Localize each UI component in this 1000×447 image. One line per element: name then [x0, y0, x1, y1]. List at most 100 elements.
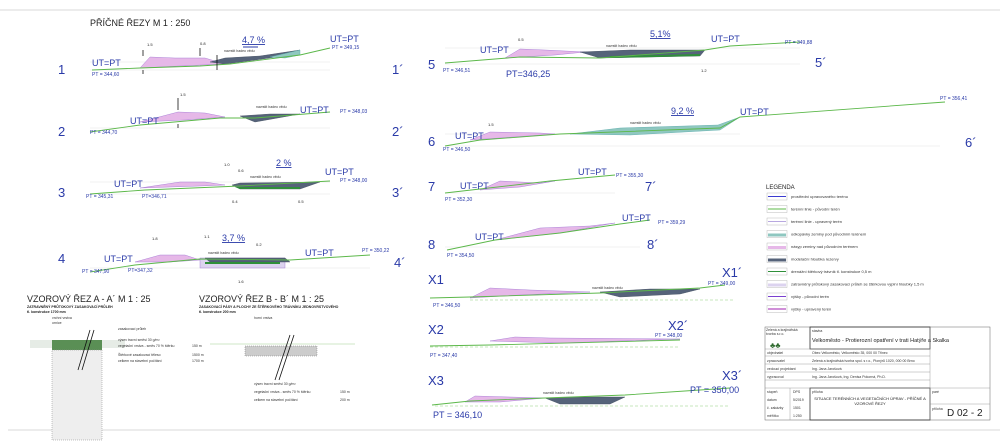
tree-logo-icon: ♣♣ [770, 341, 781, 350]
title-block-value: 5/2019 [793, 398, 804, 402]
title-block-label: č. zakázky [767, 406, 784, 410]
legend-label: násyp zeminy nad původním terénem [791, 244, 858, 249]
pt-elevation: PT = 346,51 [443, 68, 471, 74]
label: 0.5 [298, 199, 304, 204]
pt-elevation: PT = 348,00 [340, 178, 368, 184]
pt-elevation: PT = 344,60 [92, 72, 120, 78]
title-block: Zelená a krajinářská tvorba s.r.o. ♣♣ st… [764, 326, 991, 421]
detail-section-a: VZOROVÝ ŘEZ A - A´ M 1 : 25 ZATRAVNĚNÝ P… [27, 294, 204, 441]
ut-pt-label: UT=PT [104, 254, 133, 264]
section-x1: X1 X1´ PT = 346,50 PT = 349,00 navrstit … [428, 265, 742, 309]
note: navrstit hadeo vědu [250, 175, 281, 179]
section-x2: X2 X2´ PT = 347,40 PT = 348,00 [428, 318, 688, 359]
pt-elevation: PT = 356,41 [940, 96, 968, 102]
legend-label: modelační hloubka rezervy [791, 257, 839, 262]
section-end-label: X3´ [722, 368, 742, 383]
section-6: 6 6´ UT=PT PT = 346,50 UT=PT PT = 356,41… [428, 96, 977, 153]
note: navrstit hadeo vědu [543, 391, 574, 395]
slope-label: 2 % [276, 158, 292, 168]
ut-pt-label: UT=PT [480, 45, 509, 55]
section-1: 1 1´ UT=PT PT = 344,60 UT=PT PT = 349,15… [58, 34, 404, 78]
legend-item: drenážní štěrkový trávník tl. konstrukce… [766, 267, 872, 276]
pt-elevation: PT = 349,00 [708, 281, 736, 287]
section-label: 1 [58, 62, 65, 77]
drawing-mark [469, 131, 556, 141]
ut-pt-label: UT=PT [114, 179, 143, 189]
title-block-value: Ing. Jana Jarošová, Ing. Denisa Pokorná,… [812, 375, 886, 379]
title-block-label: vypracoval [767, 375, 784, 379]
drawing-mark [91, 47, 331, 71]
title-block-value: 1501 [793, 406, 801, 410]
label: 1500 m [192, 353, 204, 357]
label: vrchní vrstva [52, 316, 72, 320]
label: celkem na stavební počítání [254, 398, 298, 402]
ut-pt-label: UT=PT [92, 58, 121, 68]
legend-color [768, 208, 786, 210]
pt-elevation: PT = 345,31 [86, 194, 114, 200]
legend-color [768, 246, 786, 249]
label: tl. konstrukce 1700 mm [27, 310, 66, 314]
label: 0.5 [518, 37, 524, 42]
note: navrstit hadeo vědu [224, 49, 255, 53]
label: příloha [932, 407, 943, 411]
label: 1.6 [238, 279, 244, 284]
detail-title: VZOROVÝ ŘEZ A - A´ M 1 : 25 [27, 294, 151, 304]
pt-elevation: PT=346,25 [506, 69, 550, 79]
pt-elevation: PT=346,71 [142, 194, 167, 200]
ut-pt-label: UT=PT [740, 107, 769, 117]
legend-label: odkopávky zeminy pod původním terénem [791, 232, 867, 237]
drawing-mark [494, 222, 616, 241]
drawing-mark [431, 387, 731, 406]
ut-pt-label: UT=PT [305, 248, 334, 258]
drawing-mark [610, 54, 700, 58]
section-label: 6 [428, 134, 435, 149]
legend-item: výšky - upravený terén [766, 305, 831, 313]
section-end-label: 2´ [392, 124, 404, 139]
drawing-mark [278, 334, 295, 381]
drawing-mark [51, 349, 103, 441]
slope-label: 3,7 % [222, 233, 245, 243]
section-label: 4 [58, 251, 65, 266]
title-block-value: DPS [793, 390, 801, 394]
label: ZATRAVNĚNÝ PRŮTOKOVÝ ZASAKOVACÍ PRŮLEH [27, 304, 113, 309]
section-end-label: 7´ [645, 179, 657, 194]
legend-label: drenážní štěrkový trávník tl. konstrukce… [791, 269, 872, 274]
pt-elevation: PT = 348,00 [655, 333, 683, 339]
drawing-mark [139, 111, 226, 123]
note: navrstit hadeo vědu [256, 105, 287, 109]
ut-pt-label: UT=PT [578, 167, 607, 177]
label: paré [932, 390, 939, 394]
section-label: X1 [428, 272, 444, 287]
title-block-label: vedoucí projektant [767, 367, 796, 371]
ut-pt-label: UT=PT [622, 213, 651, 223]
label: výsev travní směsi 30 g/m² [118, 338, 160, 342]
label: výsev travní směsi 30 g/m² [254, 382, 296, 386]
pt-elevation: PT = 347,90 [82, 269, 110, 275]
company-name-box: Zelená a krajinářská tvorba s.r.o. [766, 328, 798, 336]
drawing-title-box: SITUACE TERÉNNÍCH A VEGETAČNÍCH ÚPRAV - … [814, 396, 926, 406]
section-7: 7 7´ UT=PT PT = 352,30 UT=PT PT = 355,30 [428, 167, 657, 203]
section-x3: X3 X3´ PT = 346,10 PT = 350,00 navrstit … [428, 368, 742, 420]
label: vegetační vrstva - směs 70 % štěrku [118, 344, 174, 348]
legend-item: zatravněný průtokový zasakovací průleh s… [766, 280, 924, 288]
drawing-mark [444, 41, 801, 64]
pt-elevation: PT = 346,50 [433, 303, 461, 309]
label: celkem na stavební počítání [118, 359, 162, 363]
label: 1.0 [224, 162, 230, 167]
label: 200 m [340, 398, 350, 402]
legend-item: prostřední upravovaného terénu [766, 192, 848, 201]
drawing-mark [205, 262, 280, 264]
pt-elevation: PT = 347,40 [430, 353, 458, 359]
drawing-mark [244, 345, 318, 357]
legend-title: LEGENDA [766, 185, 795, 191]
ut-pt-label: UT=PT [130, 116, 159, 126]
drawing-mark [429, 339, 681, 347]
label: 0.2 [256, 242, 262, 247]
legend-color [768, 196, 786, 197]
drawing-mark [139, 181, 226, 189]
legend-color [768, 233, 786, 237]
drawing-mark [446, 219, 651, 251]
